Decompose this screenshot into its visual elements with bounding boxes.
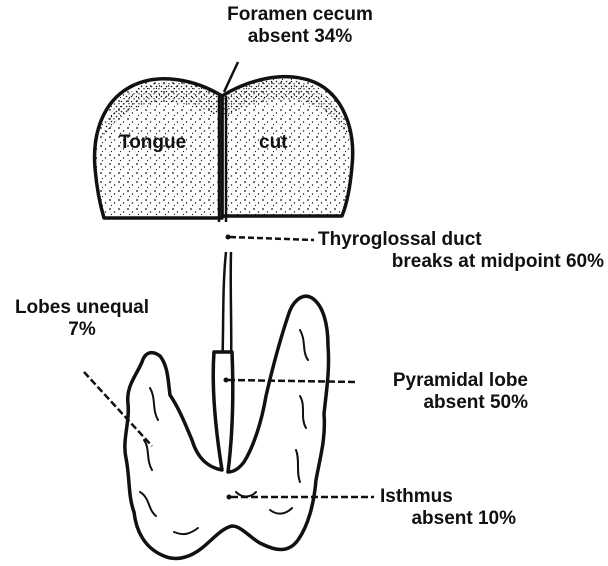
isthmus-label: Isthmus absent 10% xyxy=(380,486,516,530)
cut-label: cut xyxy=(259,132,288,154)
isthmus-line2: absent 10% xyxy=(380,508,516,530)
pyramidal-lobe-label: Pyramidal lobe absent 50% xyxy=(362,370,528,414)
foramen-cecum-line2: absent 34% xyxy=(205,26,395,48)
isthmus-dot xyxy=(227,495,232,500)
lobes-unequal-line1: Lobes unequal xyxy=(2,297,162,319)
pyramidal-dot xyxy=(224,378,229,383)
foramen-cecum-line1: Foramen cecum xyxy=(205,4,395,26)
duct-leader xyxy=(230,237,314,240)
thyroglossal-duct-line1: Thyroglossal duct xyxy=(318,229,604,251)
isthmus-line1: Isthmus xyxy=(380,486,516,508)
thyroglossal-duct-line2: breaks at midpoint 60% xyxy=(318,251,604,273)
lobes-unequal-label: Lobes unequal 7% xyxy=(2,297,162,341)
pyramidal-leader xyxy=(228,380,358,382)
pyramidal-lobe-line1: Pyramidal lobe xyxy=(362,370,528,392)
pyramidal-lobe-line2: absent 50% xyxy=(362,392,528,414)
tongue-label: Tongue xyxy=(119,132,186,154)
lobes-unequal-line2: 7% xyxy=(2,319,162,341)
thyroglossal-duct-label: Thyroglossal duct breaks at midpoint 60% xyxy=(318,229,604,273)
foramen-cecum-label: Foramen cecum absent 34% xyxy=(205,4,395,48)
duct-break-dot xyxy=(226,235,231,240)
